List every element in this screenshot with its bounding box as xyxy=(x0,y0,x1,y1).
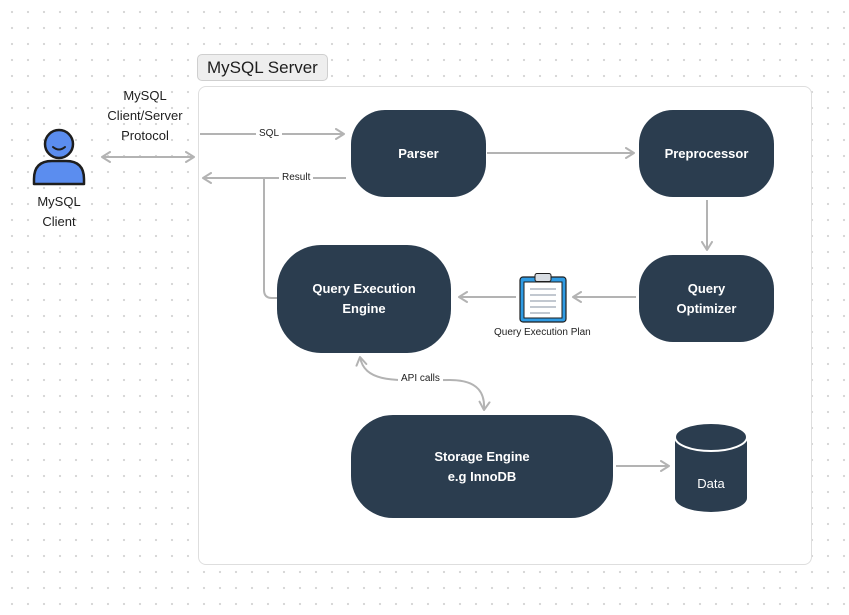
mysql-server-title: MySQL Server xyxy=(197,54,328,81)
query-plan-label: Query Execution Plan xyxy=(494,327,591,338)
result-label: Result xyxy=(279,172,314,183)
arrow-api-calls xyxy=(355,356,491,411)
query-execution-engine-node: Query Execution Engine xyxy=(277,245,451,353)
arrow-executor-to-result xyxy=(263,178,277,299)
preprocessor-node: Preprocessor xyxy=(639,110,774,197)
sql-label: SQL xyxy=(256,128,283,139)
data-label: Data xyxy=(697,476,725,491)
api-calls-label: API calls xyxy=(398,373,443,384)
user-icon xyxy=(32,128,86,186)
client-label: MySQL Client xyxy=(37,194,81,229)
query-optimizer-node: Query Optimizer xyxy=(639,255,774,342)
storage-engine-node: Storage Engine e.g InnoDB xyxy=(351,415,613,518)
protocol-label: MySQL Client/Server Protocol xyxy=(107,88,183,143)
clipboard-icon xyxy=(519,273,567,323)
database-icon xyxy=(674,422,748,512)
parser-node: Parser xyxy=(351,110,486,197)
